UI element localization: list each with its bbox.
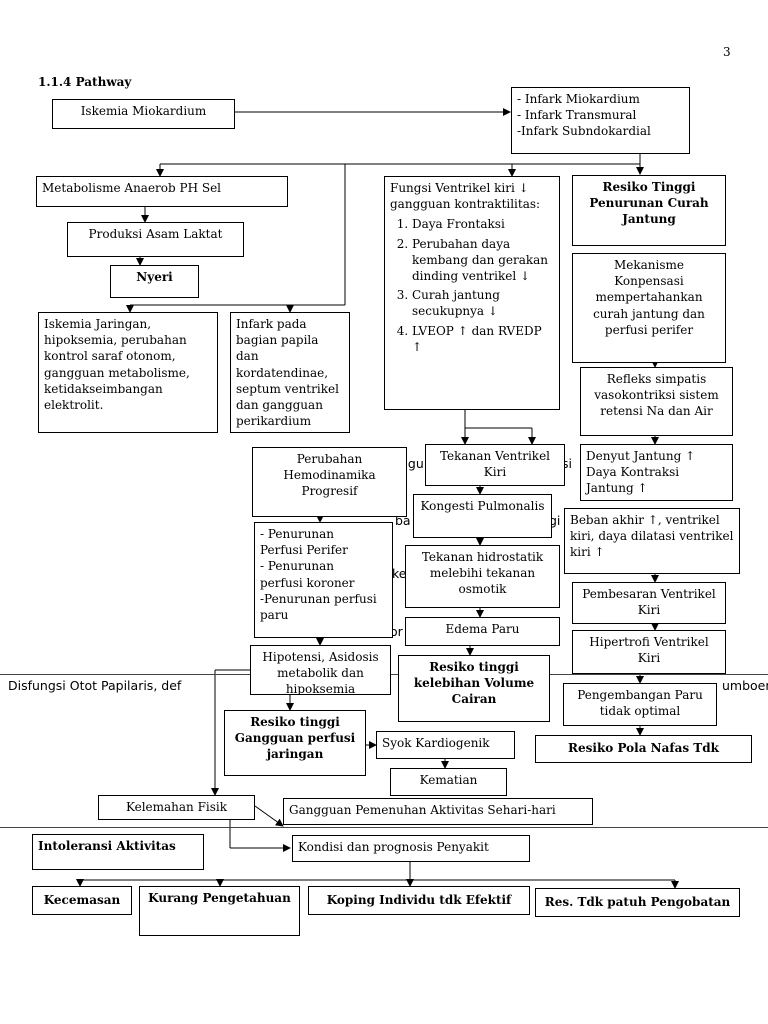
stray-fragment: gi (549, 513, 561, 528)
node-kelemahan-fisik: Kelemahan Fisik (98, 795, 255, 820)
stray-fragment: si (562, 456, 572, 471)
node-hipotensi-asidosis: Hipotensi, Asidosis metabolik dan hipoks… (250, 645, 391, 695)
node-iskemia-jaringan: Iskemia Jaringan, hipoksemia, perubahan … (38, 312, 218, 433)
separator-line-2 (0, 827, 768, 828)
node-resiko-pola-nafas: Resiko Pola Nafas Tdk (535, 735, 752, 763)
node-resiko-perfusi-jaringan: Resiko tinggi Gangguan perfusi jaringan (224, 710, 366, 776)
node-pengembangan-paru: Pengembangan Paru tidak optimal (563, 683, 717, 726)
fungsi-ventrikel-list: Daya Frontaksi Perubahan daya kembang da… (390, 216, 554, 355)
section-heading: 1.1.4 Pathway (38, 75, 132, 89)
list-item: Daya Frontaksi (412, 216, 554, 232)
stray-fragment: ke (392, 566, 407, 581)
stray-text-left: Disfungsi Otot Papilaris, def (8, 678, 182, 693)
node-perubahan-hemodinamika: Perubahan Hemodinamika Progresif (252, 447, 407, 517)
list-item: Curah jantung secukupnya ↓ (412, 287, 554, 319)
node-denyut-jantung: Denyut Jantung ↑ Daya Kontraksi Jantung … (580, 444, 733, 501)
node-kecemasan: Kecemasan (32, 886, 132, 915)
node-kondisi-prognosis: Kondisi dan prognosis Penyakit (292, 835, 530, 862)
node-produksi-asam-laktat: Produksi Asam Laktat (67, 222, 244, 257)
node-fungsi-ventrikel-kiri: Fungsi Ventrikel kiri ↓ gangguan kontrak… (384, 176, 560, 410)
node-intoleransi-aktivitas: Intoleransi Aktivitas (32, 834, 204, 870)
node-tekanan-ventrikel-kiri: Tekanan Ventrikel Kiri (425, 444, 565, 486)
node-resiko-kelebihan-cairan: Resiko tinggi kelebihan Volume Cairan (398, 655, 550, 722)
node-infark-papila: Infark pada bagian papila dan kordatendi… (230, 312, 350, 433)
node-pembesaran-ventrikel: Pembesaran Ventrikel Kiri (572, 582, 726, 624)
node-koping-individu: Koping Individu tdk Efektif (308, 886, 530, 915)
node-metabolisme-anaerob: Metabolisme Anaerob PH Sel (36, 176, 288, 207)
stray-text-right: umboeml (722, 678, 768, 693)
node-kongesti-pulmonalis: Kongesti Pulmonalis (413, 494, 552, 538)
node-syok-kardiogenik: Syok Kardiogenik (376, 731, 515, 759)
node-infark: - Infark Miokardium - Infark Transmural … (511, 87, 690, 154)
node-beban-akhir: Beban akhir ↑, ventrikel kiri, daya dila… (564, 508, 740, 574)
list-item: Perubahan daya kembang dan gerakan dindi… (412, 236, 554, 285)
node-nyeri: Nyeri (110, 265, 199, 298)
node-kurang-pengetahuan: Kurang Pengetahuan (139, 886, 300, 936)
node-edema-paru: Edema Paru (405, 617, 560, 646)
node-kematian: Kematian (390, 768, 507, 796)
node-resiko-curah-jantung: Resiko Tinggi Penurunan Curah Jantung (572, 175, 726, 246)
node-res-tdk-patuh: Res. Tdk patuh Pengobatan (535, 888, 740, 917)
list-item: LVEOP ↑ dan RVEDP ↑ (412, 323, 554, 355)
fungsi-ventrikel-title: Fungsi Ventrikel kiri ↓ gangguan kontrak… (390, 181, 541, 212)
node-gangguan-aktivitas: Gangguan Pemenuhan Aktivitas Sehari-hari (283, 798, 593, 825)
node-hipertrofi-ventrikel: Hipertrofi Ventrikel Kiri (572, 630, 726, 674)
node-tekanan-hidrostatik: Tekanan hidrostatik melebihi tekanan osm… (405, 545, 560, 608)
node-mekanisme-konpensasi: Mekanisme Konpensasi mempertahankan cura… (572, 253, 726, 363)
node-refleks-simpatis: Refleks simpatis vasokontriksi sistem re… (580, 367, 733, 436)
node-penurunan-perfusi: - Penurunan Perfusi Perifer - Penurunan … (254, 522, 393, 638)
stray-fragment: or (390, 624, 403, 639)
node-iskemia-miokardium: Iskemia Miokardium (52, 99, 235, 129)
page-number: 3 (723, 45, 731, 59)
